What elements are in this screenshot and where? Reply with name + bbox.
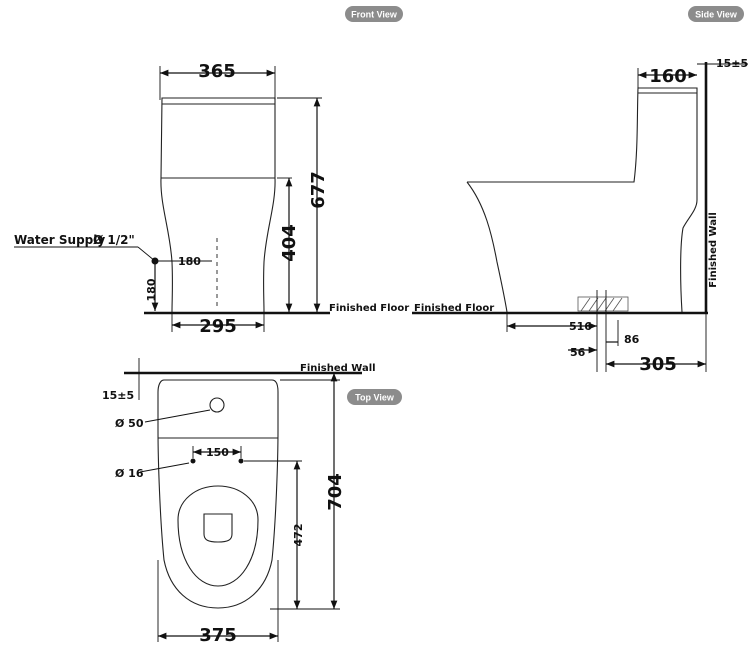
top-wall-gap: 15±5 [102, 389, 134, 402]
dim-supply-offset: 180 [178, 255, 201, 268]
front-view-label: Front View [351, 10, 398, 20]
top-drain [203, 513, 233, 543]
top-wall-label: Finished Wall [300, 363, 376, 374]
dim-height-bowl: 404 [279, 224, 300, 262]
front-floor-label: Finished Floor [329, 303, 409, 314]
dim-width-top: 365 [198, 61, 236, 82]
top-hole-small-label: Ø 16 [115, 467, 144, 480]
dim-total-depth: 704 [325, 473, 346, 511]
dim-bolt-spacing: 150 [206, 446, 229, 459]
top-bolt-right [238, 458, 244, 464]
top-bowl-outline [177, 485, 259, 587]
dim-rough-in: 305 [639, 354, 677, 375]
top-view: Finished Wall 15±5 Ø 50 Ø 16 150 472 704 [102, 358, 376, 646]
top-hole-large [209, 397, 225, 413]
water-supply-size: Ø 1/2" [93, 233, 135, 247]
dim-supply-height: 180 [145, 278, 158, 301]
top-view-badge: Top View [347, 389, 402, 405]
dim-outlet-width: 86 [624, 333, 640, 346]
side-floor-label: Finished Floor [414, 303, 494, 314]
dim-bolt-depth: 472 [292, 524, 305, 547]
front-view-badge: Front View [345, 6, 403, 22]
front-toilet-outline [160, 97, 276, 313]
dim-width: 375 [199, 625, 237, 646]
dim-height-total: 677 [308, 171, 329, 209]
front-view: 365 677 404 Water Supply Ø 1/2" 180 180 … [14, 61, 409, 337]
dim-tank-depth: 160 [649, 66, 687, 87]
outlet-flange [577, 290, 629, 372]
side-view-label: Side View [695, 10, 738, 20]
top-toilet-outline [157, 379, 279, 609]
dim-outlet-small: 56 [570, 346, 586, 359]
dim-outlet-distance: 516 [569, 320, 592, 333]
side-wall-gap: 15±5 [716, 57, 748, 70]
water-supply-point [151, 257, 159, 265]
side-wall-label: Finished Wall [708, 212, 719, 288]
side-view: Finished Wall 15±5 160 Finished Floor 51… [412, 57, 748, 375]
side-toilet-outline [466, 87, 698, 313]
top-view-label: Top View [355, 393, 395, 403]
side-view-badge: Side View [688, 6, 744, 22]
water-supply-label: Water Supply [14, 233, 105, 247]
dim-base-width: 295 [199, 316, 237, 337]
top-bolt-left [190, 458, 196, 464]
top-hole-large-label: Ø 50 [115, 417, 144, 430]
